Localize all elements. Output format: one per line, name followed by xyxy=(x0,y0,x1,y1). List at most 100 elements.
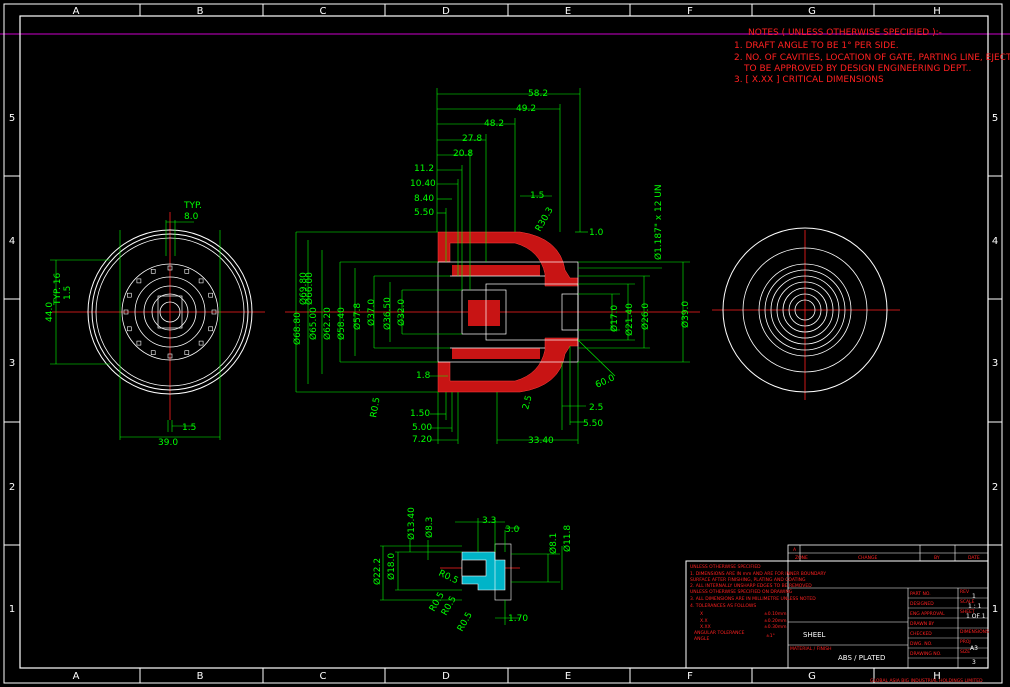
company-name: GLOBAL ASIA BIG INDUSTRIAL HOLDINGS LIMI… xyxy=(870,678,983,684)
row-label-left: 4 xyxy=(9,236,15,247)
col-label-top: H xyxy=(933,6,941,17)
rib-tick xyxy=(184,268,190,274)
tol-val: ±0.30mm xyxy=(764,624,787,630)
detail-view: Ø13.40 Ø8.3 3.3 3.0 Ø8.1 Ø11.8 Ø22.2 Ø18… xyxy=(372,507,573,634)
dim-11-2: 11.2 xyxy=(414,164,434,174)
dim-width-39: 39.0 xyxy=(158,438,178,448)
note-line: 1. DRAFT ANGLE TO BE 1° PER SIDE. xyxy=(734,41,899,51)
tolerance-line: 4. TOLERANCES AS FOLLOWS xyxy=(690,603,756,609)
row-label-right: 5 xyxy=(992,113,998,124)
tol-xxx: X.XX xyxy=(700,624,711,630)
dim-1-5-bottom: 1.5 xyxy=(182,423,196,433)
note-line: TO BE APPROVED BY DESIGN ENGINEERING DEP… xyxy=(743,64,971,74)
note-line: 2. NO. OF CAVITIES, LOCATION OF GATE, PA… xyxy=(734,53,1010,63)
rev-by: BY xyxy=(934,555,940,561)
zone-labels: A B C D E F G H A B C D E F G H 5 4 3 2 … xyxy=(9,6,998,682)
rib-tick xyxy=(127,292,132,298)
dim-dia-13-4: Ø13.40 xyxy=(406,507,417,540)
col-label-bottom: B xyxy=(197,671,204,682)
dim-1-70: 1.70 xyxy=(508,614,528,624)
dim-r0-5: R0.5 xyxy=(369,397,382,419)
dim-dia-57-8: Ø57.8 xyxy=(352,303,363,330)
dim-33-40: 33.40 xyxy=(528,436,554,446)
material-value: ABS / PLATED xyxy=(838,654,885,662)
dim-height-44: 44.0 xyxy=(45,302,55,322)
col-label-bottom: D xyxy=(442,671,450,682)
thread-spec: Ø1.187" x 12 UN xyxy=(653,184,664,260)
dim-dia-8-3: Ø8.3 xyxy=(424,517,435,538)
tol-val: ±0.20mm xyxy=(764,618,787,624)
field-label: PART NO. xyxy=(910,591,931,597)
dim-2-5: 2.5 xyxy=(589,403,603,413)
dim-8-40: 8.40 xyxy=(414,194,434,204)
col-label-bottom: A xyxy=(73,671,80,682)
tolerance-line: 2. ALL INTERNALLY UNSHARP EDGES TO BE RE… xyxy=(690,583,812,589)
field-label: DESIGNED xyxy=(910,601,934,607)
dim-58-2: 58.2 xyxy=(528,89,548,99)
general-notes: NOTES ( UNLESS OTHERWISE SPECIFIED ):- 1… xyxy=(734,28,1010,85)
dim-r0-5-d: R0.5 xyxy=(456,611,475,634)
notes-heading: NOTES ( UNLESS OTHERWISE SPECIFIED ):- xyxy=(748,28,942,38)
tol-angle: ANGLE xyxy=(694,636,709,642)
dim-1-5-left: 1.5 xyxy=(63,286,73,300)
dim-27-8: 27.8 xyxy=(462,134,482,144)
title-block: ZONE CHANGE BY DATE A UNLESS OTHERWISE S… xyxy=(685,544,989,684)
dim-20-8: 20.8 xyxy=(453,149,473,159)
col-label-bottom: G xyxy=(808,671,816,682)
dim-dia-65: Ø65.00 xyxy=(308,307,319,340)
section-hatch xyxy=(437,231,579,393)
note-line: 3. [ X.XX ] CRITICAL DIMENSIONS xyxy=(734,75,884,85)
left-end-view: 39.0 TYP. 8.0 44.0 TYP. 16 1.5 1.5 xyxy=(45,201,265,448)
size-value: A3 xyxy=(970,645,978,652)
rib-tick xyxy=(211,309,217,315)
rib-tick xyxy=(150,268,156,274)
dim-typ-8: 8.0 xyxy=(184,212,199,222)
tol-angular: ANGULAR TOLERANCE xyxy=(694,630,745,636)
field-label: DRAWING NO. xyxy=(910,651,941,657)
col-label-top: E xyxy=(565,6,571,17)
rib-tick xyxy=(136,278,142,284)
dim-1-50: 1.50 xyxy=(410,409,430,419)
dim-dia-39: Ø39.0 xyxy=(680,301,691,328)
rev-value: 1 xyxy=(972,593,976,600)
dim-10-40: 10.40 xyxy=(410,179,436,189)
field-label: ENG APPROVAL xyxy=(910,611,945,617)
tolerance-line: UNLESS OTHERWISE SPECIFIED ON DRAWING xyxy=(690,589,793,595)
left-diameter-lines xyxy=(295,231,462,393)
field-label: SIZE xyxy=(960,649,970,655)
top-dimensions xyxy=(436,88,581,290)
right-end-view xyxy=(712,227,900,400)
col-label-bottom: H xyxy=(933,671,941,682)
row-label-left: 2 xyxy=(9,482,15,493)
section-view: 58.2 49.2 48.2 27.8 20.8 11.2 10.40 8.40… xyxy=(285,88,700,446)
rev-row: A xyxy=(793,547,797,553)
rev-zone: ZONE xyxy=(795,555,808,561)
rib-tick xyxy=(198,340,204,346)
dim-60: 60.0 xyxy=(594,373,617,391)
rib-tick xyxy=(198,278,204,284)
field-label: SHEET xyxy=(960,609,975,615)
dim-dia-8-1: Ø8.1 xyxy=(548,533,559,554)
tolerance-line: 1. DIMENSIONS ARE IN mm AND ARE FOR INNE… xyxy=(690,571,826,577)
col-label-top: A xyxy=(73,6,80,17)
tol-val: ±1° xyxy=(766,633,775,639)
material-label: MATERIAL / FINISH xyxy=(790,646,831,652)
dim-dia-62-2: Ø62.20 xyxy=(322,307,333,340)
dim-dia-21-4: Ø21.40 xyxy=(624,303,635,336)
dim-dia-69-80: Ø69.80 xyxy=(298,272,309,305)
rev-date: DATE xyxy=(968,555,980,561)
rib-tick xyxy=(167,353,173,359)
section-outline xyxy=(437,261,579,363)
scale-value: 1 : 1 xyxy=(968,603,982,610)
col-label-bottom: C xyxy=(320,671,327,682)
field-label: CHECKED xyxy=(910,631,932,637)
col-label-bottom: E xyxy=(565,671,571,682)
rib-tick xyxy=(150,350,156,356)
col-label-top: F xyxy=(687,6,693,17)
row-label-right: 1 xyxy=(992,604,998,615)
field-label: DWG. NO. xyxy=(910,641,932,647)
row-label-right: 2 xyxy=(992,482,998,493)
detail-dim-lines xyxy=(380,518,563,625)
dim-r30-3: R30.3 xyxy=(534,206,556,234)
